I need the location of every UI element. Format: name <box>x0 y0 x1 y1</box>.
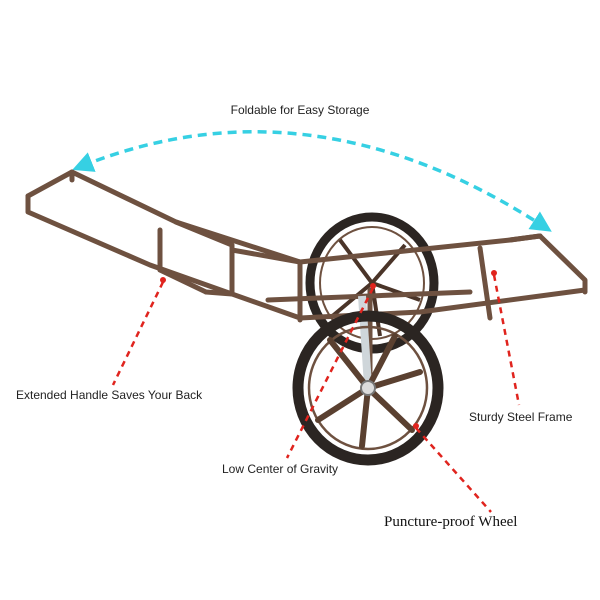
pointer-handle <box>111 281 165 386</box>
pointer-frame <box>492 274 521 406</box>
pointer-dot-wheel <box>413 423 419 429</box>
label-foldable: Foldable for Easy Storage <box>230 103 370 117</box>
pointer-wheel <box>415 427 492 513</box>
label-center-gravity: Low Center of Gravity <box>222 462 339 476</box>
label-extended-handle: Extended Handle Saves Your Back <box>16 388 203 402</box>
callout-pointers <box>111 274 521 513</box>
label-steel-frame: Sturdy Steel Frame <box>469 410 573 424</box>
pointer-dot-handle <box>160 277 166 283</box>
front-wheel <box>292 310 444 466</box>
label-puncture-proof: Puncture-proof Wheel <box>384 514 518 530</box>
cart-frame <box>25 169 588 383</box>
pointer-dot-frame <box>491 270 497 276</box>
pointer-gravity <box>285 287 375 459</box>
fold-arc <box>72 130 552 232</box>
pointer-dot-gravity <box>370 283 376 289</box>
